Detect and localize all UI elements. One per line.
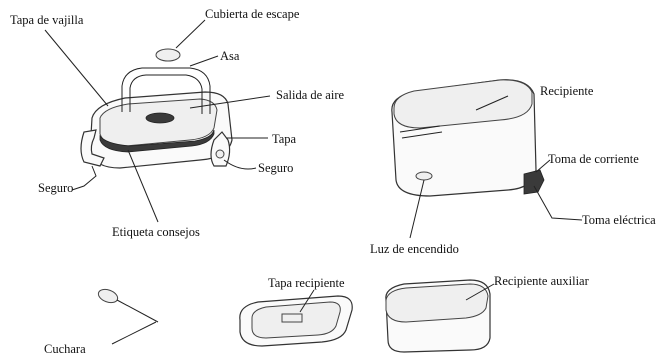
container-lid-illustration: [239, 295, 353, 347]
exhaust-cover-illustration: [155, 48, 181, 62]
label-luz-de-encendido: Luz de encendido: [370, 242, 459, 256]
power-socket-illustration: [523, 169, 545, 195]
left-latch-illustration: [80, 129, 105, 167]
handle-illustration: [121, 67, 211, 114]
spoon-illustration: [97, 288, 159, 323]
label-seguro-left: Seguro: [38, 181, 73, 195]
leader-lines: [44, 19, 583, 345]
label-cuchara: Cuchara: [44, 342, 86, 356]
auxiliary-container-illustration: [385, 279, 491, 353]
label-tapa-recipiente: Tapa recipiente: [268, 276, 345, 290]
label-salida-de-aire: Salida de aire: [276, 88, 344, 102]
label-tapa: Tapa: [272, 132, 297, 146]
label-asa: Asa: [220, 49, 240, 63]
power-light-illustration: [415, 171, 433, 181]
label-recipiente-auxiliar: Recipiente auxiliar: [494, 274, 590, 288]
label-cubierta-de-escape: Cubierta de escape: [205, 7, 300, 21]
label-toma-de-corriente: Toma de corriente: [548, 152, 639, 166]
container-illustration: [391, 79, 545, 197]
label-seguro-right: Seguro: [258, 161, 293, 175]
label-etiqueta-consejos: Etiqueta consejos: [112, 225, 200, 239]
right-latch-illustration: [210, 131, 231, 167]
label-recipiente: Recipiente: [540, 84, 594, 98]
label-tapa-de-vajilla: Tapa de vajilla: [10, 13, 84, 27]
part-labels: Tapa de vajilla Cubierta de escape Asa S…: [10, 7, 656, 356]
label-toma-electrica: Toma eléctrica: [582, 213, 656, 227]
lunch-box-assembly-illustration: [80, 48, 233, 169]
air-outlet-illustration: [145, 112, 175, 124]
